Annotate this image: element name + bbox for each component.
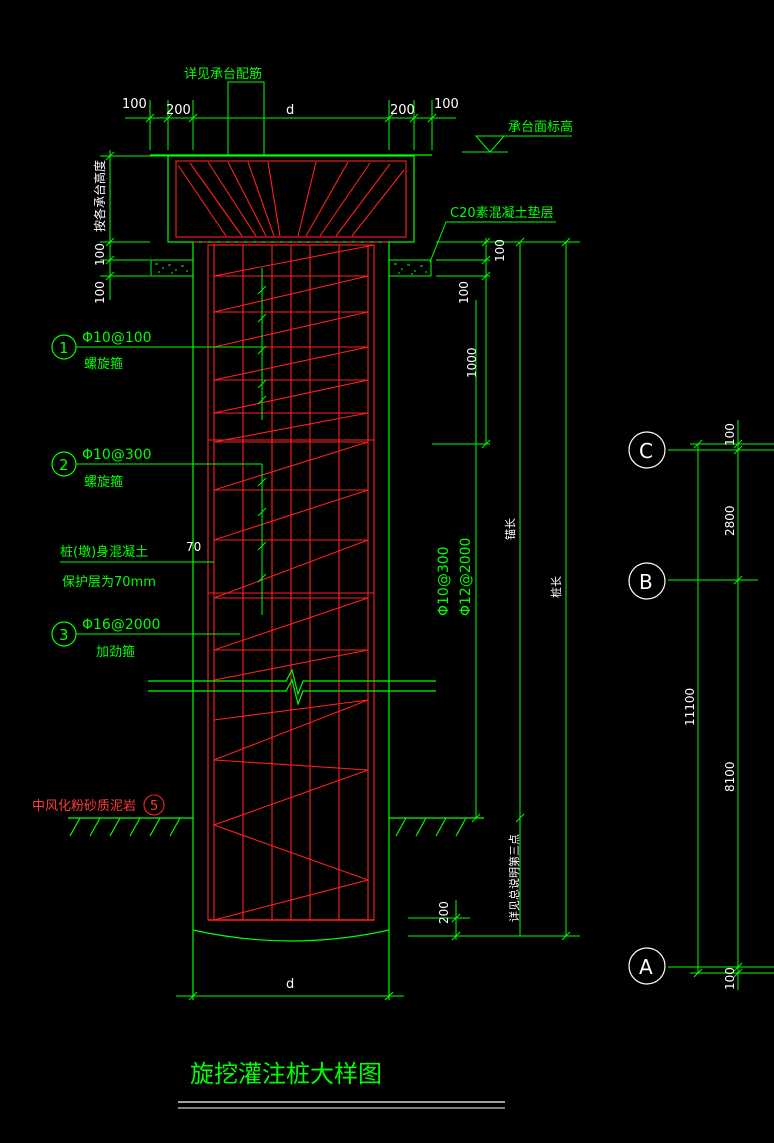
axis-dim-total: 11100 [683, 688, 697, 726]
callout-3-desc: 加劲箍 [96, 644, 135, 660]
rebar-spec-a: Φ10@300 [436, 546, 452, 616]
right-dimension [408, 237, 580, 941]
bottom-note: 详见总说明第三点 [507, 834, 521, 922]
callout-3: 3 Φ16@2000 加劲箍 [51, 617, 160, 660]
top-dimension [125, 81, 572, 156]
axis-b: B [628, 562, 666, 600]
cushion-label: C20素混凝土垫层 [450, 205, 554, 221]
pile-length: 桩长 [549, 576, 563, 598]
dim-100-a: 100 [93, 243, 107, 266]
dim-1000: 1000 [465, 347, 479, 378]
callout-1-num: 1 [59, 339, 69, 357]
axis-c-circle [628, 431, 666, 469]
callout-2-desc: 螺旋箍 [84, 474, 123, 490]
callout-2-spec: Φ10@300 [82, 447, 152, 463]
soil-circle [143, 794, 165, 816]
axis-c: C [628, 431, 666, 469]
axis-dim-bottom: 100 [723, 967, 737, 990]
pile-cap [150, 154, 432, 243]
callout-3-circle [51, 621, 77, 647]
axis-dim-8100: 8100 [723, 761, 737, 792]
axis-b-circle [628, 562, 666, 600]
dim-100-right-b: 100 [457, 281, 471, 304]
callout-2: 2 Φ10@300 螺旋箍 [51, 447, 152, 490]
dim-200-right: 200 [390, 103, 415, 118]
callout-1-circle [51, 334, 77, 360]
axis-c-label: C [639, 439, 653, 463]
cap-reinforcement [175, 160, 407, 243]
cap-rebar-note: 详见承台配筋 [184, 66, 262, 82]
axis-a-circle [628, 947, 666, 985]
cushion-leader [429, 221, 556, 263]
dim-200-bottom: 200 [437, 901, 451, 924]
bottom-dimension [176, 991, 404, 1001]
callout-2-circle [51, 451, 77, 477]
axis-a: A [628, 947, 666, 985]
break-line [148, 668, 436, 706]
dim-100-b: 100 [93, 281, 107, 304]
callout-3-spec: Φ16@2000 [82, 617, 160, 633]
callout-1-spec: Φ10@100 [82, 330, 152, 346]
dim-d-top: d [286, 103, 294, 118]
cushion-layers [150, 259, 432, 277]
callout-1-desc: 螺旋箍 [84, 356, 123, 372]
cover-line-1: 桩(墩)身混凝土 [60, 544, 148, 560]
anchor-length: 锚长 [503, 518, 517, 540]
cap-top-elevation: 承台面标高 [508, 119, 573, 135]
left-dimension [100, 150, 168, 300]
soil-label: 中风化粉砂质泥岩 [32, 799, 136, 814]
ground-lines [68, 817, 484, 837]
callout-3-num: 3 [59, 626, 69, 644]
axis-dim-2800: 2800 [723, 505, 737, 536]
cap-height-label: 按各承台高度 [92, 160, 107, 232]
pile-cage [207, 244, 375, 921]
dim-100-right-a: 100 [493, 239, 507, 262]
soil-num: 5 [150, 799, 158, 814]
dim-100-right: 100 [434, 97, 459, 112]
axis-a-label: A [639, 955, 653, 979]
callout-2-num: 2 [59, 456, 69, 474]
dim-200-left: 200 [166, 103, 191, 118]
cover-line-2: 保护层为70mm [62, 575, 156, 590]
pile-outline [192, 242, 390, 1000]
dim-100-left: 100 [122, 97, 147, 112]
callout-leaders [60, 268, 263, 635]
drawing-title: 旋挖灌注桩大样图 [190, 1060, 382, 1088]
dim-d-bottom: d [286, 977, 294, 992]
callout-1: 1 Φ10@100 螺旋箍 [51, 330, 152, 372]
rebar-spec-b: Φ12@2000 [458, 538, 474, 616]
cover-dim-70: 70 [186, 540, 201, 554]
axis-dim-top: 100 [723, 423, 737, 446]
axis-b-label: B [639, 570, 653, 594]
axis-dimension [668, 420, 774, 990]
